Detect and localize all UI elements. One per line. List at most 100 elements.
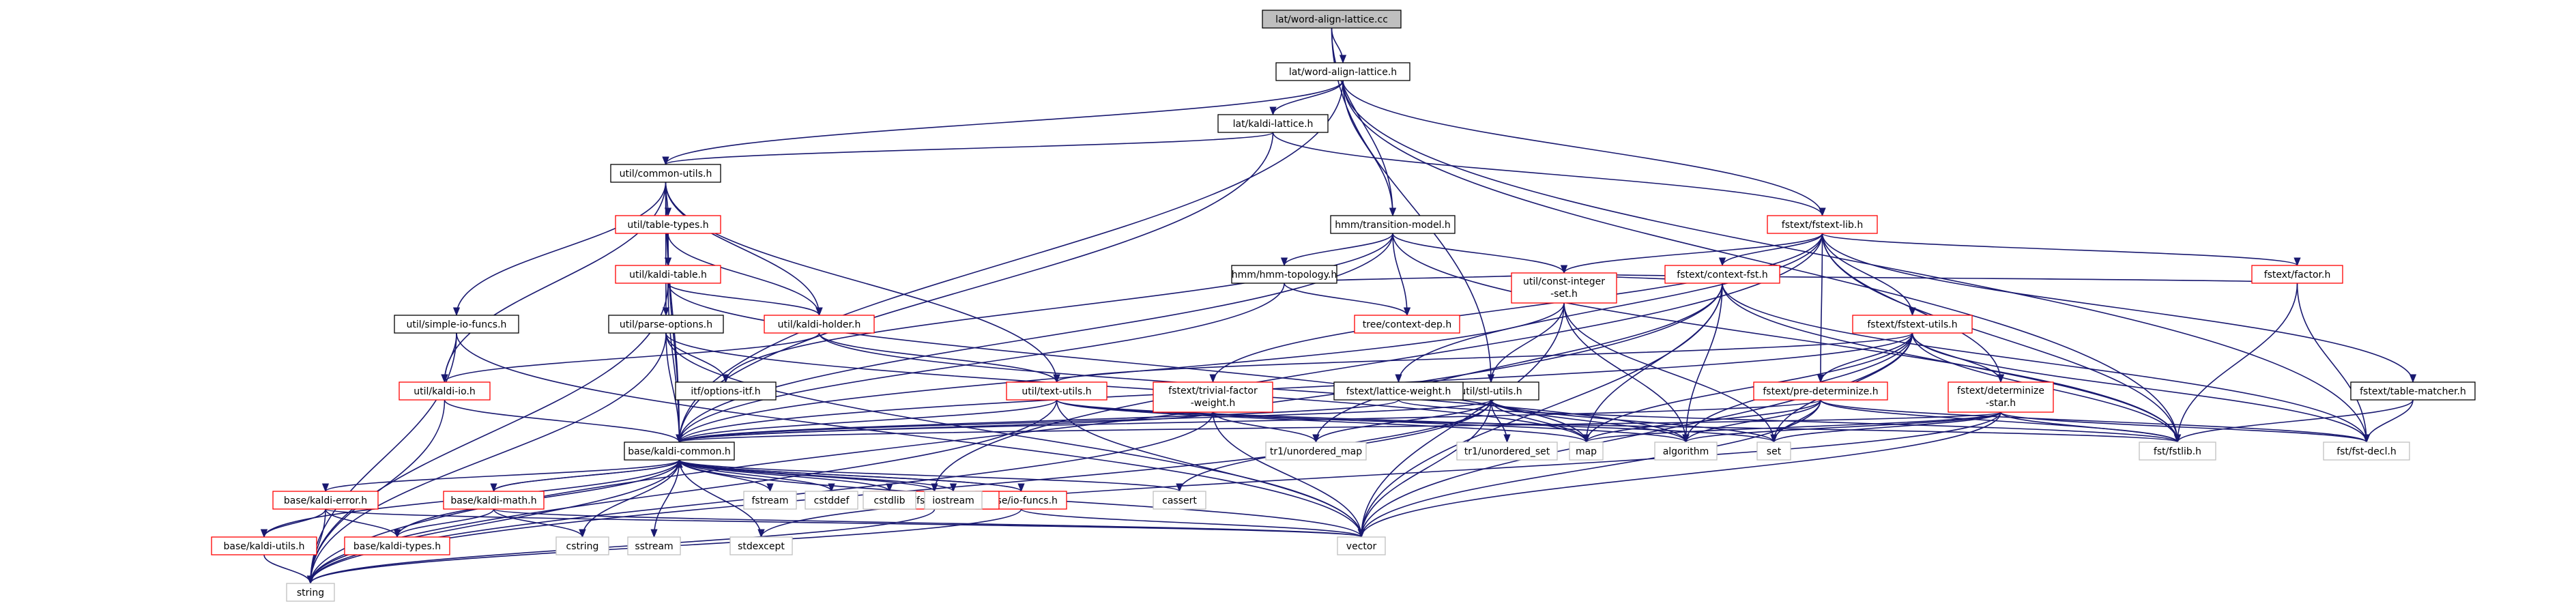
edge-kc-to-ke [322, 459, 680, 493]
node-label: tr1/unordered_set [1464, 446, 1550, 457]
node-fu[interactable]: fstext/fstext-utils.h [1852, 315, 1973, 334]
edge-pd-to-vector [1357, 399, 1821, 538]
edge-wal-to-fstlib [1342, 80, 2182, 444]
edge-tfw1-to-vector [1212, 411, 1365, 538]
node-box [1664, 265, 1780, 284]
edge-kc-to-cstddef [678, 459, 835, 493]
edge-ftu-to-kc [676, 459, 936, 492]
node-km[interactable]: base/kaldi-math.h [443, 491, 545, 510]
node-box [863, 491, 916, 510]
node-cstddef: cstddef [805, 491, 858, 510]
edge-kt-to-kh [667, 283, 823, 317]
node-tm[interactable]: hmm/transition-model.h [1330, 215, 1456, 234]
node-wal[interactable]: lat/word-align-lattice.h [1275, 62, 1410, 81]
node-root[interactable]: lat/word-align-lattice.cc [1262, 10, 1402, 29]
node-label: -set.h [1550, 289, 1578, 300]
node-label: cstring [566, 541, 599, 552]
node-cd[interactable]: tree/context-dep.h [1354, 315, 1460, 334]
node-label: util/parse-options.h [620, 319, 712, 330]
node-ci1[interactable]: util/const-integer-set.h [1511, 272, 1617, 304]
node-tbm[interactable]: fstext/table-matcher.h [2350, 381, 2476, 401]
edge-su-to-umap [1312, 399, 1492, 444]
edge-tu-to-map [1056, 399, 1590, 444]
node-label: hmm/hmm-topology.h [1232, 270, 1337, 280]
node-box [1333, 381, 1464, 401]
node-fl[interactable]: fstext/fstext-lib.h [1767, 215, 1878, 234]
node-sio[interactable]: util/simple-io-funcs.h [394, 315, 519, 334]
node-lw[interactable]: fstext/lattice-weight.h [1333, 381, 1464, 401]
node-label: sstream [635, 541, 673, 552]
edge-po-to-kc [665, 332, 683, 444]
edge-po-to-string [306, 332, 667, 585]
edge-wal-to-tm [1342, 80, 1397, 217]
edge-cf-to-vector [1357, 283, 1723, 538]
node-fstream: fstream [743, 491, 797, 510]
edge-su-to-set [1490, 399, 1778, 444]
node-opt[interactable]: itf/options-itf.h [675, 381, 777, 401]
node-box [627, 536, 681, 555]
node-label: itf/options-itf.h [691, 386, 760, 397]
node-box [615, 215, 721, 234]
node-box [1753, 381, 1888, 401]
node-tu[interactable]: util/text-utils.h [1006, 381, 1108, 401]
node-box [443, 491, 545, 510]
node-box [675, 381, 777, 401]
node-box [1767, 215, 1878, 234]
node-label: lat/word-align-lattice.h [1289, 67, 1397, 78]
node-kh[interactable]: util/kaldi-holder.h [764, 315, 875, 334]
node-kty[interactable]: base/kaldi-types.h [344, 536, 450, 555]
edge-ht-to-kc [676, 283, 1285, 444]
node-cstring: cstring [555, 536, 609, 555]
edge-tfw1-to-umap [1212, 411, 1320, 444]
edge-ke-to-string [306, 508, 326, 585]
edge-sio-to-kio [441, 332, 457, 383]
node-tfw1[interactable]: fstext/trivial-factor-weight.h [1153, 381, 1273, 413]
node-ds1[interactable]: fstext/determinize-star.h [1948, 381, 2054, 413]
edge-su-to-map [1490, 399, 1590, 444]
edge-kt-to-kc [667, 283, 683, 444]
edge-tm-to-ht [1280, 233, 1393, 267]
edge-wal-to-kl [1269, 80, 1344, 116]
node-cu[interactable]: util/common-utils.h [610, 164, 721, 183]
node-box [764, 315, 875, 334]
node-pd[interactable]: fstext/pre-determinize.h [1753, 381, 1888, 401]
edge-fl-to-fac [1821, 233, 2301, 267]
node-ku[interactable]: base/kaldi-utils.h [211, 536, 317, 555]
edge-pd-to-fstdecl [1820, 399, 2370, 444]
edge-cf-to-umap [1312, 283, 1723, 444]
node-box [1456, 441, 1558, 461]
edge-layer [260, 27, 2417, 585]
node-label: base/kaldi-math.h [450, 495, 536, 506]
edge-fac-to-fstdecl [2296, 283, 2371, 444]
node-ht[interactable]: hmm/hmm-topology.h [1231, 265, 1337, 284]
edge-ke-to-ku [260, 508, 326, 538]
node-tt[interactable]: util/table-types.h [615, 215, 721, 234]
edge-kl-to-cu [662, 132, 1274, 166]
node-box [2139, 441, 2216, 461]
node-stdexcept: stdexcept [729, 536, 793, 555]
edge-pd-to-kc [676, 399, 1821, 444]
node-label: fst/fst-decl.h [2336, 446, 2397, 457]
node-box [1217, 114, 1329, 133]
node-label: set [1767, 446, 1782, 457]
node-label: algorithm [1663, 446, 1709, 457]
edge-kc-to-sstream [650, 459, 680, 538]
node-box [1511, 272, 1617, 304]
node-kt[interactable]: util/kaldi-table.h [615, 265, 721, 284]
node-string: string [286, 583, 335, 602]
node-kio[interactable]: util/kaldi-io.h [399, 381, 491, 401]
node-label: fstext/determinize [1957, 386, 2044, 396]
node-box [1006, 381, 1108, 401]
node-layer: lat/word-align-lattice.cc lat/word-align-… [211, 10, 2476, 602]
node-kc[interactable]: base/kaldi-common.h [624, 441, 735, 461]
edge-cu-to-kh [665, 182, 823, 317]
node-kl[interactable]: lat/kaldi-lattice.h [1217, 114, 1329, 133]
node-cf[interactable]: fstext/context-fst.h [1664, 265, 1780, 284]
node-fac[interactable]: fstext/factor.h [2251, 265, 2343, 284]
node-ke[interactable]: base/kaldi-error.h [272, 491, 379, 510]
edge-cf-to-fstdecl [1722, 283, 2371, 444]
node-label: util/kaldi-holder.h [778, 319, 861, 330]
node-label: cstddef [814, 495, 850, 506]
edge-kc-to-cstring [579, 459, 680, 538]
node-po[interactable]: util/parse-options.h [608, 315, 724, 334]
